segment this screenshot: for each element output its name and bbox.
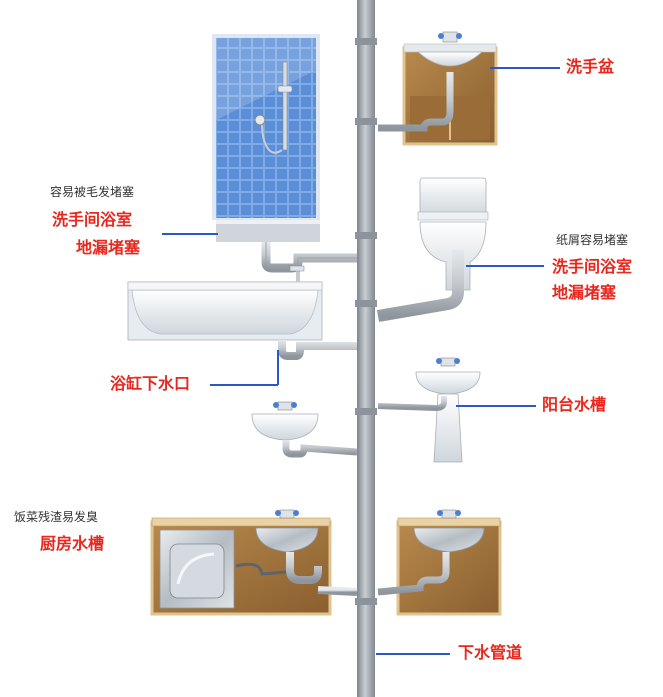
shower-wall xyxy=(212,34,357,273)
label-kitchen-note: 饭菜残渣易发臭 xyxy=(14,510,99,524)
label-shower-note: 容易被毛发堵塞 xyxy=(50,185,135,199)
bathtub xyxy=(127,265,357,360)
label-drain: 下水管道 xyxy=(458,643,523,662)
label-shower-line2: 地漏堵塞 xyxy=(76,238,141,257)
label-shower-line1: 洗手间浴室 xyxy=(52,210,133,229)
wall-sink xyxy=(251,401,358,458)
leader-toilet xyxy=(466,265,544,267)
leader-bathtub-v xyxy=(277,350,279,385)
main-drain-pipe xyxy=(355,0,377,697)
label-toilet-note: 纸屑容易堵塞 xyxy=(556,233,629,247)
label-bathtub: 浴缸下水口 xyxy=(110,374,191,393)
balcony-sink xyxy=(377,357,481,463)
kitchen-cabinet xyxy=(150,509,358,616)
leader-shower xyxy=(162,233,218,235)
right-cabinet xyxy=(377,509,502,616)
leader-drain xyxy=(376,653,450,655)
toilet xyxy=(376,177,489,322)
label-kitchen: 厨房水槽 xyxy=(40,534,105,553)
leader-balcony xyxy=(456,405,536,407)
basin-cabinet-top xyxy=(378,31,498,146)
label-basin-top: 洗手盆 xyxy=(566,57,615,76)
label-balcony: 阳台水槽 xyxy=(542,395,607,414)
leader-basin-top xyxy=(490,67,560,69)
label-toilet-line2: 地漏堵塞 xyxy=(552,283,617,302)
leader-bathtub-h xyxy=(210,384,278,386)
label-toilet-line1: 洗手间浴室 xyxy=(552,257,633,276)
